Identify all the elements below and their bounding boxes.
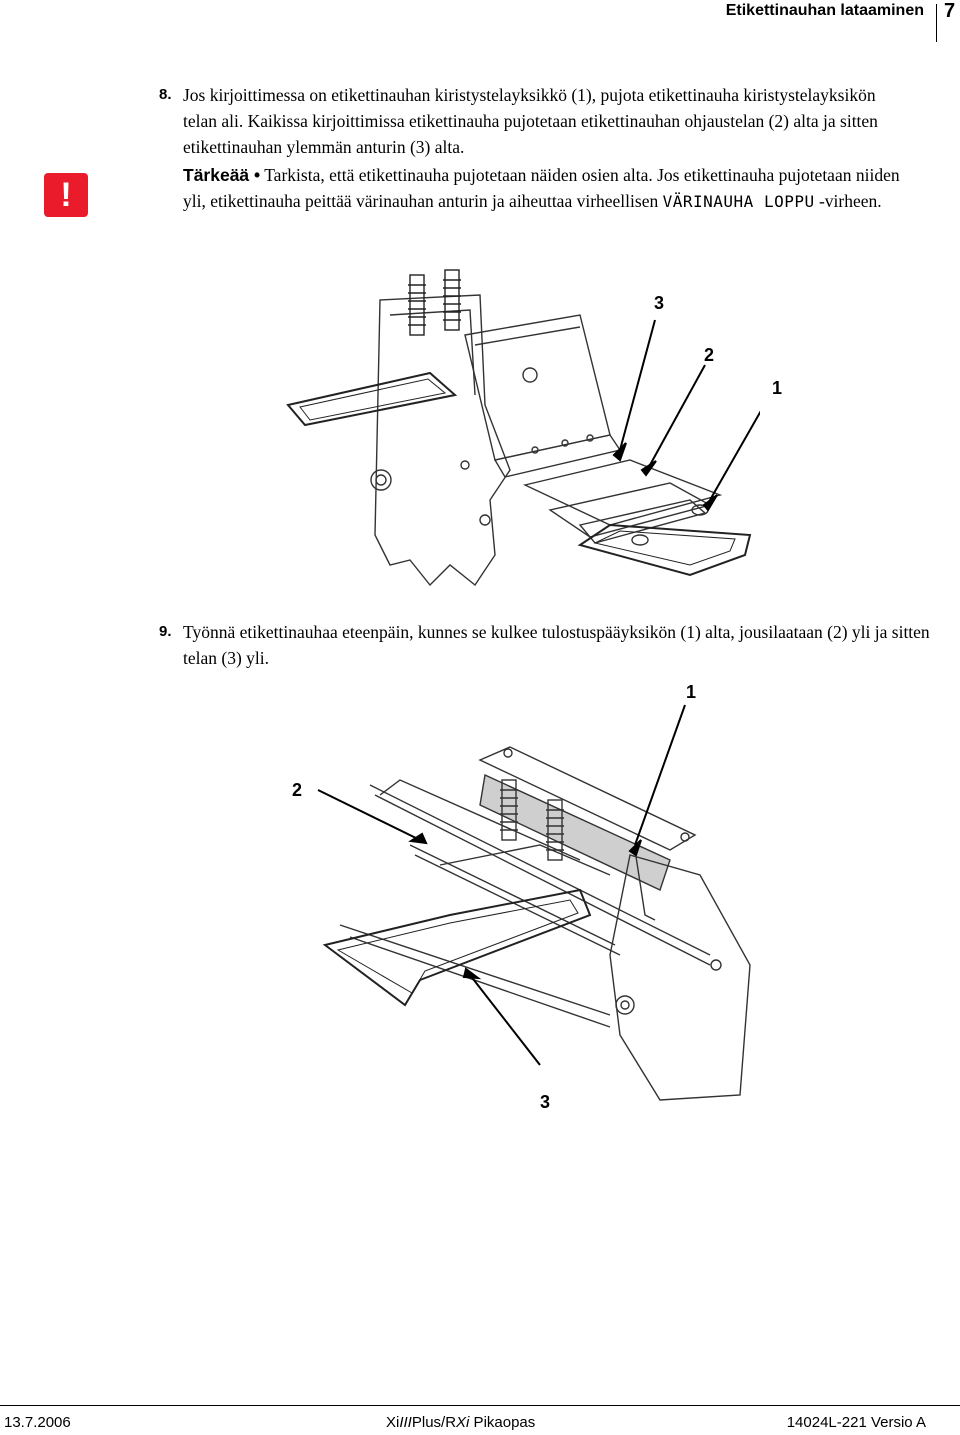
- printer-mechanism-illustration-1: [286, 269, 771, 587]
- footer-document-title: XiIIIPlus/RXi Pikaopas: [386, 1414, 536, 1431]
- footer-divider: [0, 1405, 960, 1406]
- important-label: Tärkeää •: [183, 165, 261, 185]
- header-divider: [936, 4, 937, 42]
- figure1-callout-1: 1: [772, 378, 783, 398]
- step-8: 8. Jos kirjoittimessa on etikettinauhan …: [159, 82, 903, 160]
- error-message-code: VÄRINAUHA LOPPU: [662, 192, 815, 211]
- step-text: Työnnä etikettinauhaa eteenpäin, kunnes …: [183, 622, 930, 668]
- important-text: Tarkista, että etikettinauha pujotetaan …: [183, 165, 900, 211]
- step-number: 8.: [159, 86, 172, 103]
- exclamation-icon: !: [44, 173, 88, 217]
- footer-date: 13.7.2006: [4, 1414, 71, 1431]
- running-header-title: Etikettinauhan lataaminen: [725, 2, 924, 19]
- figure-media-threading-over: [280, 675, 770, 1115]
- figure-media-threading-under: [280, 255, 771, 605]
- figure1-callout-3: 3: [654, 293, 665, 313]
- printer-mechanism-illustration-2: [317, 704, 751, 1101]
- figure2-callout-3: 3: [540, 1092, 551, 1112]
- figure2-callout-1: 1: [686, 682, 697, 702]
- important-note: Tärkeää • Tarkista, että etikettinauha p…: [183, 162, 918, 215]
- figure2-callout-2: 2: [292, 780, 303, 800]
- step-9: 9. Työnnä etikettinauhaa eteenpäin, kunn…: [159, 619, 943, 671]
- important-suffix: -virheen.: [818, 191, 882, 211]
- page-number: 7: [944, 0, 956, 22]
- step-text: Jos kirjoittimessa on etikettinauhan kir…: [183, 85, 878, 157]
- footer-document-id: 14024L-221 Versio A: [786, 1414, 926, 1431]
- step-number: 9.: [159, 623, 172, 640]
- figure1-callout-2: 2: [704, 345, 715, 365]
